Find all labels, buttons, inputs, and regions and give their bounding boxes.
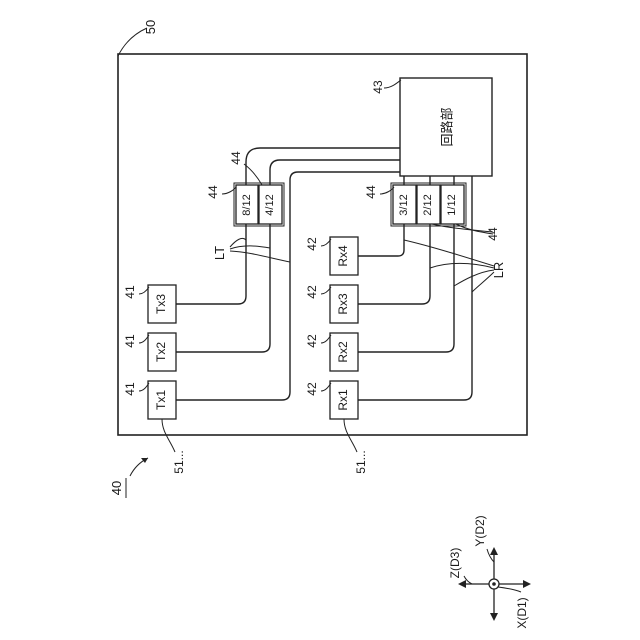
axis-x-label: X(D1): [515, 597, 529, 628]
lt-leader-2: [230, 246, 270, 249]
board-ref: 50: [143, 20, 158, 34]
circuit-leader: [384, 80, 401, 88]
rx-ref-2: 42: [305, 334, 319, 348]
axis-down-arrowhead: [490, 613, 498, 621]
axis-z-arrowhead: [458, 580, 466, 588]
lt-leader-3: [230, 251, 290, 262]
axis-x-dot: [492, 582, 496, 586]
rx-ref-3: 42: [305, 285, 319, 299]
axis-y-label: Y(D2): [473, 515, 487, 546]
connector-ref-8-12: 44: [206, 185, 220, 199]
tx-label-3: Tx3: [154, 294, 168, 314]
device-arrowhead: [141, 458, 148, 463]
rx-ellipsis-ref: 51...: [354, 450, 368, 473]
rx-label-1: Rx1: [336, 389, 350, 411]
lt-label: LT: [212, 246, 227, 260]
connector-ref-3-12: 44: [364, 185, 378, 199]
connector-ref-4-12: 44: [229, 151, 243, 165]
wire-conn-8-12-to-circuit: [246, 148, 400, 185]
axis-z-label: Z(D3): [448, 548, 462, 579]
tx-label-1: Tx1: [154, 390, 168, 410]
rx-label-3: Rx3: [336, 293, 350, 315]
connector-label-3-12: 3/12: [398, 194, 410, 215]
tx-ref-3: 41: [123, 285, 137, 299]
circuit-label: 回路部: [439, 107, 454, 146]
connector-leader-3-12: [380, 187, 394, 194]
wire-tx2: [176, 224, 270, 352]
lr-leader-1: [404, 240, 494, 266]
rx-label-2: Rx2: [336, 341, 350, 363]
tx-ref-1: 41: [123, 382, 137, 396]
device-ref: 40: [109, 481, 124, 495]
tx-ellipsis-ref: 51...: [172, 450, 186, 473]
wire-rx2: [358, 224, 454, 352]
circuit-ref: 43: [371, 80, 385, 94]
axis-right-arrowhead: [523, 580, 531, 588]
tx-label-2: Tx2: [154, 342, 168, 362]
lr-leader-2: [430, 264, 494, 269]
tx-ref-2: 41: [123, 334, 137, 348]
connector-leader-right-a: [432, 224, 493, 232]
wire-rx4: [358, 224, 404, 256]
connector-label-2-12: 2/12: [422, 194, 434, 215]
wire-rx3: [358, 224, 430, 304]
rx-ref-1: 42: [305, 382, 319, 396]
rx-ref-4: 42: [305, 237, 319, 251]
connector-label-1-12: 1/12: [446, 194, 458, 215]
connector-label-4-12: 4/12: [264, 194, 276, 215]
wire-tx1: [176, 172, 400, 400]
connector-label-8-12: 8/12: [241, 194, 253, 215]
rx-label-4: Rx4: [336, 245, 350, 267]
axis-x-leader: [498, 587, 521, 592]
axis-y-arrowhead: [490, 547, 498, 555]
wire-tx3: [176, 224, 246, 304]
